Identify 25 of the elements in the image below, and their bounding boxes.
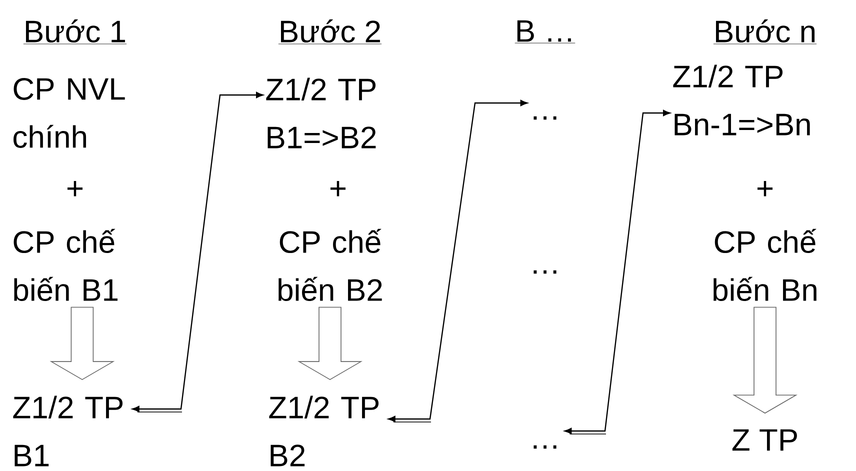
step-heading: Bước 1 [23, 19, 127, 44]
block-arrow [50, 306, 115, 380]
step-text: … [534, 445, 556, 449]
step-text: CP NVL chính [14, 78, 125, 148]
plus-sign: + [757, 181, 773, 196]
step-text: Z1/2 TP B1 [13, 396, 123, 466]
block-arrow [298, 306, 362, 380]
step-text: Z1/2 TP B2 [269, 396, 379, 466]
step-text: … [534, 270, 556, 274]
step-text: CP chế biến Bn [714, 228, 816, 302]
step-text: CP chế biến B1 [14, 228, 118, 302]
step-text: CP chế biến B2 [278, 228, 382, 302]
arrow [132, 92, 264, 412]
step-heading: Bước 2 [278, 19, 382, 44]
arrow [388, 100, 528, 422]
step-heading: Bước n [713, 19, 817, 44]
plus-sign: + [67, 181, 83, 196]
block-arrow [732, 306, 798, 414]
step-text: … [534, 116, 556, 120]
step-heading: B … [514, 20, 576, 44]
step-text: Z TP [732, 429, 797, 451]
plus-sign: + [330, 181, 346, 196]
step-text: Z1/2 TP B1=>B2 [266, 78, 376, 148]
arrow [564, 110, 670, 434]
step-text: Z1/2 TP Bn-1=>Bn [673, 64, 810, 136]
